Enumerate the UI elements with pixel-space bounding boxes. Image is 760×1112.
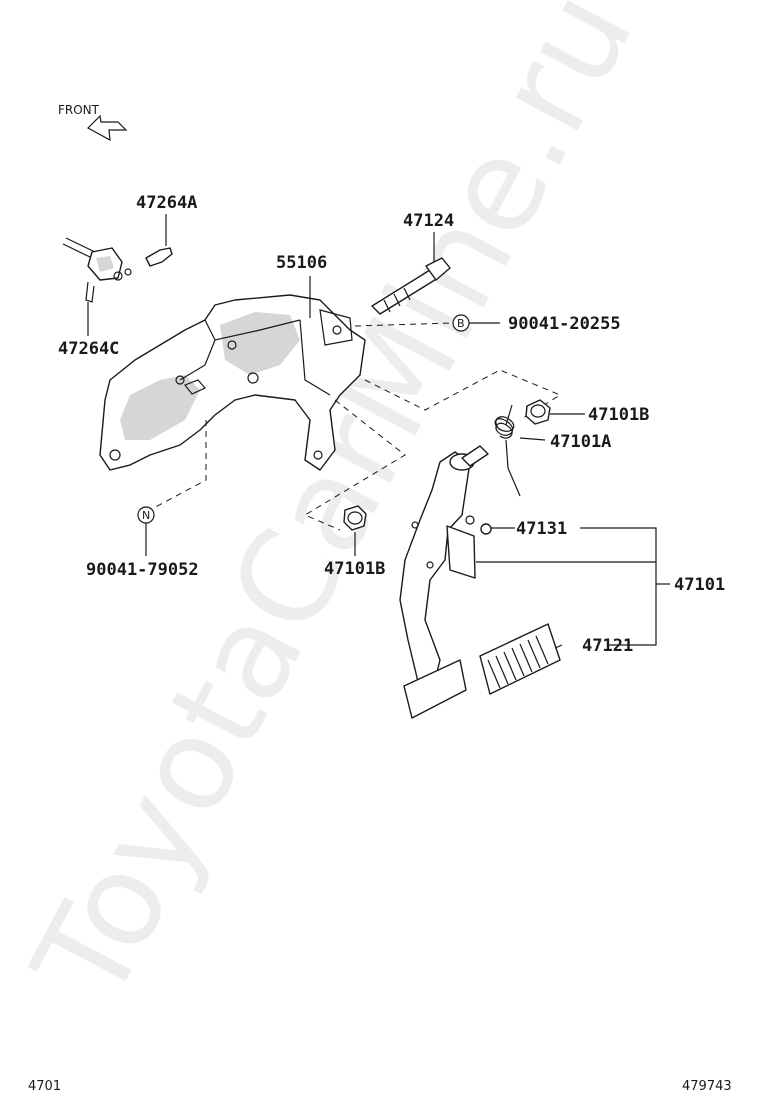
part-label-47101B-top: 47101B	[588, 405, 649, 425]
front-arrow-icon	[87, 114, 128, 142]
marker-b	[452, 314, 470, 332]
pedal-lever	[399, 445, 489, 719]
bushing-47101B-bottom	[343, 505, 367, 531]
part-label-47121: 47121	[582, 636, 633, 656]
part-label-47101B-bottom: 47101B	[324, 559, 385, 579]
part-label-47101: 47101	[674, 575, 725, 595]
bolt-47124	[371, 257, 451, 315]
bushing-47101B-top	[525, 399, 551, 425]
part-label-47124: 47124	[403, 211, 454, 231]
marker-n	[137, 506, 155, 524]
part-label-90041-79052: 90041-79052	[86, 560, 199, 580]
pedal-bracket	[99, 294, 366, 471]
footer-left-code: 4701	[28, 1079, 61, 1094]
part-label-90041-20255: 90041-20255	[508, 314, 621, 334]
spring-47101A	[494, 404, 521, 497]
part-label-47101A: 47101A	[550, 432, 611, 452]
pedal-pad-47121	[479, 623, 561, 695]
marker-n-label: N	[142, 509, 150, 522]
pin-clip-assembly	[62, 237, 173, 303]
footer-right-code: 479743	[682, 1079, 732, 1094]
front-label: FRONT	[58, 103, 100, 117]
part-label-47264A: 47264A	[136, 193, 197, 213]
watermark: ToyotaCarMine.ru	[5, 0, 662, 1025]
part-label-55106: 55106	[276, 253, 327, 273]
marker-b-label: B	[457, 317, 465, 330]
stopper-47131	[480, 523, 492, 535]
part-label-47264C: 47264C	[58, 339, 119, 359]
part-label-47131: 47131	[516, 519, 567, 539]
